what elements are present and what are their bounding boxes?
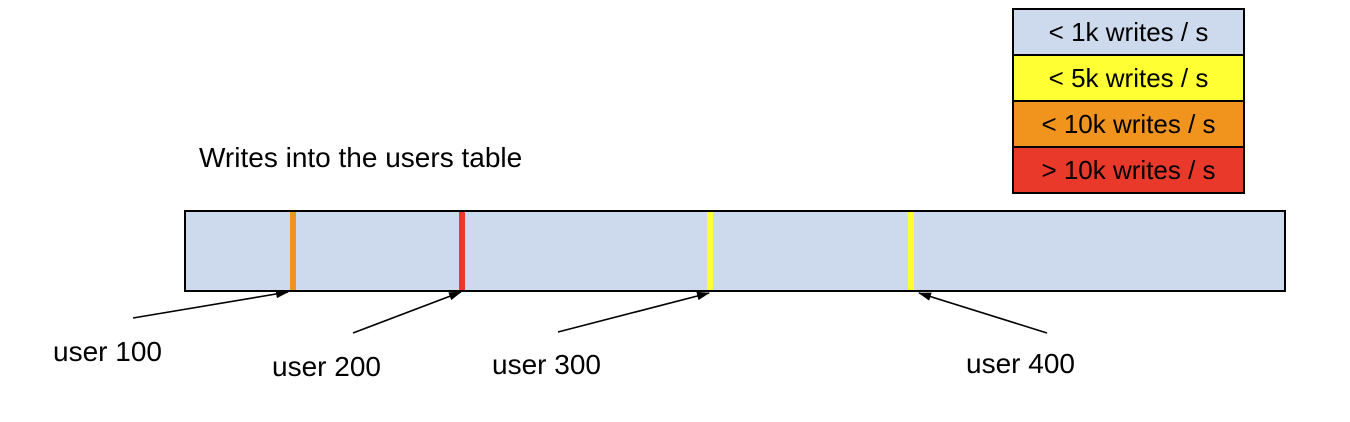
label-user-300: user 300 (492, 349, 601, 380)
legend-item-label: < 10k writes / s (1041, 108, 1216, 139)
write-rate-marker-user-400 (907, 212, 914, 290)
legend-item-gt-10k: > 10k writes / s (1014, 146, 1243, 192)
label-user-200: user 200 (272, 351, 381, 382)
arrow-to-user-200-marker (352, 291, 462, 334)
legend-item-label: < 5k writes / s (1048, 62, 1209, 93)
users-table-bar (184, 210, 1286, 292)
legend: < 1k writes / s < 5k writes / s < 10k wr… (1012, 8, 1245, 194)
legend-item-label: > 10k writes / s (1041, 154, 1216, 185)
diagram-title: Writes into the users table (199, 142, 523, 173)
legend-item-lt-1k: < 1k writes / s (1014, 10, 1243, 54)
legend-item-lt-5k: < 5k writes / s (1014, 54, 1243, 100)
write-rate-marker-user-300 (706, 212, 713, 290)
arrow-to-user-400-marker (918, 292, 1048, 334)
write-rate-marker-user-100 (289, 212, 296, 290)
legend-item-lt-10k: < 10k writes / s (1014, 100, 1243, 146)
legend-item-label: < 1k writes / s (1048, 16, 1209, 47)
label-user-100: user 100 (53, 336, 162, 367)
arrow-to-user-300-marker (557, 291, 710, 333)
write-rate-marker-user-200 (458, 212, 465, 290)
arrow-to-user-100-marker (132, 289, 289, 319)
label-user-400: user 400 (966, 348, 1075, 379)
